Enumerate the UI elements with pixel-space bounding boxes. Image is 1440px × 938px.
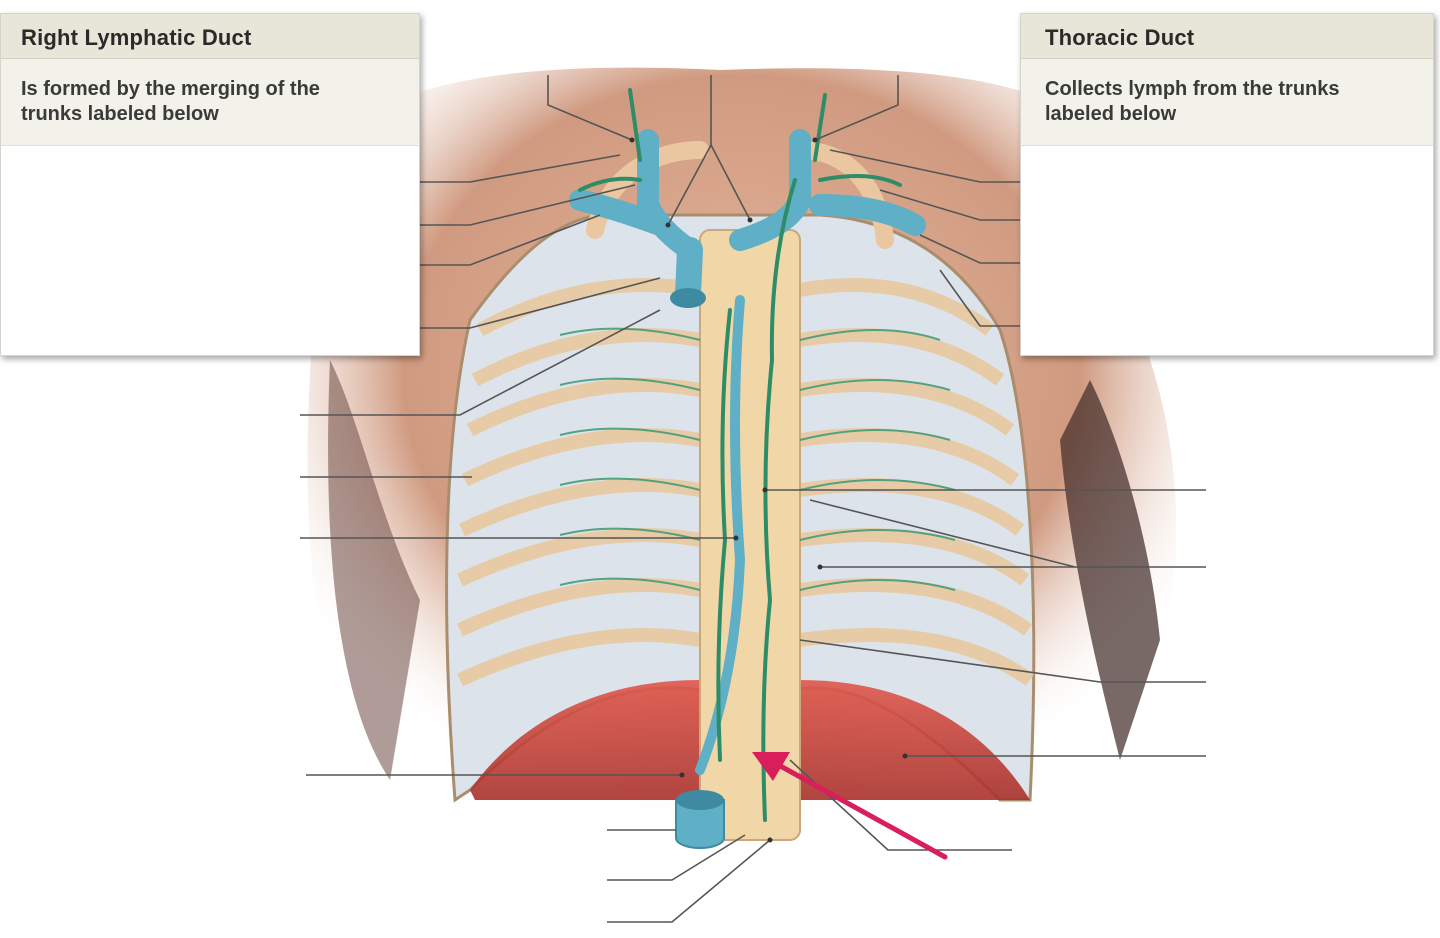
lymphatic-vessels [578,88,902,822]
diaphragm-left [470,680,700,800]
right-lymphatic-duct-callout: Right Lymphatic Duct Is formed by the me… [0,13,420,356]
thoracic-duct-title: Thoracic Duct [1021,14,1433,59]
thoracic-duct-callout: Thoracic Duct Collects lymph from the tr… [1020,13,1434,356]
thoracic-duct-description: Collects lymph from the trunks labeled b… [1021,59,1433,146]
armpit-shadow-right [1060,380,1160,760]
vertebral-column [699,229,801,841]
veins [569,129,926,775]
intercostal-lymphatics [559,327,956,591]
right-lymphatic-duct-title: Right Lymphatic Duct [1,14,419,59]
diaphragm-right [800,680,1030,800]
right-lymphatic-duct-description: Is formed by the merging of the trunks l… [1,59,419,146]
leader-dots [629,137,908,843]
ribs [457,278,1035,687]
inferior-vena-cava [675,799,725,849]
armpit-shadow-left [328,360,420,780]
arrow-icon [752,752,948,860]
leader-lines [300,75,1206,923]
vena-cava-opening [670,288,706,308]
